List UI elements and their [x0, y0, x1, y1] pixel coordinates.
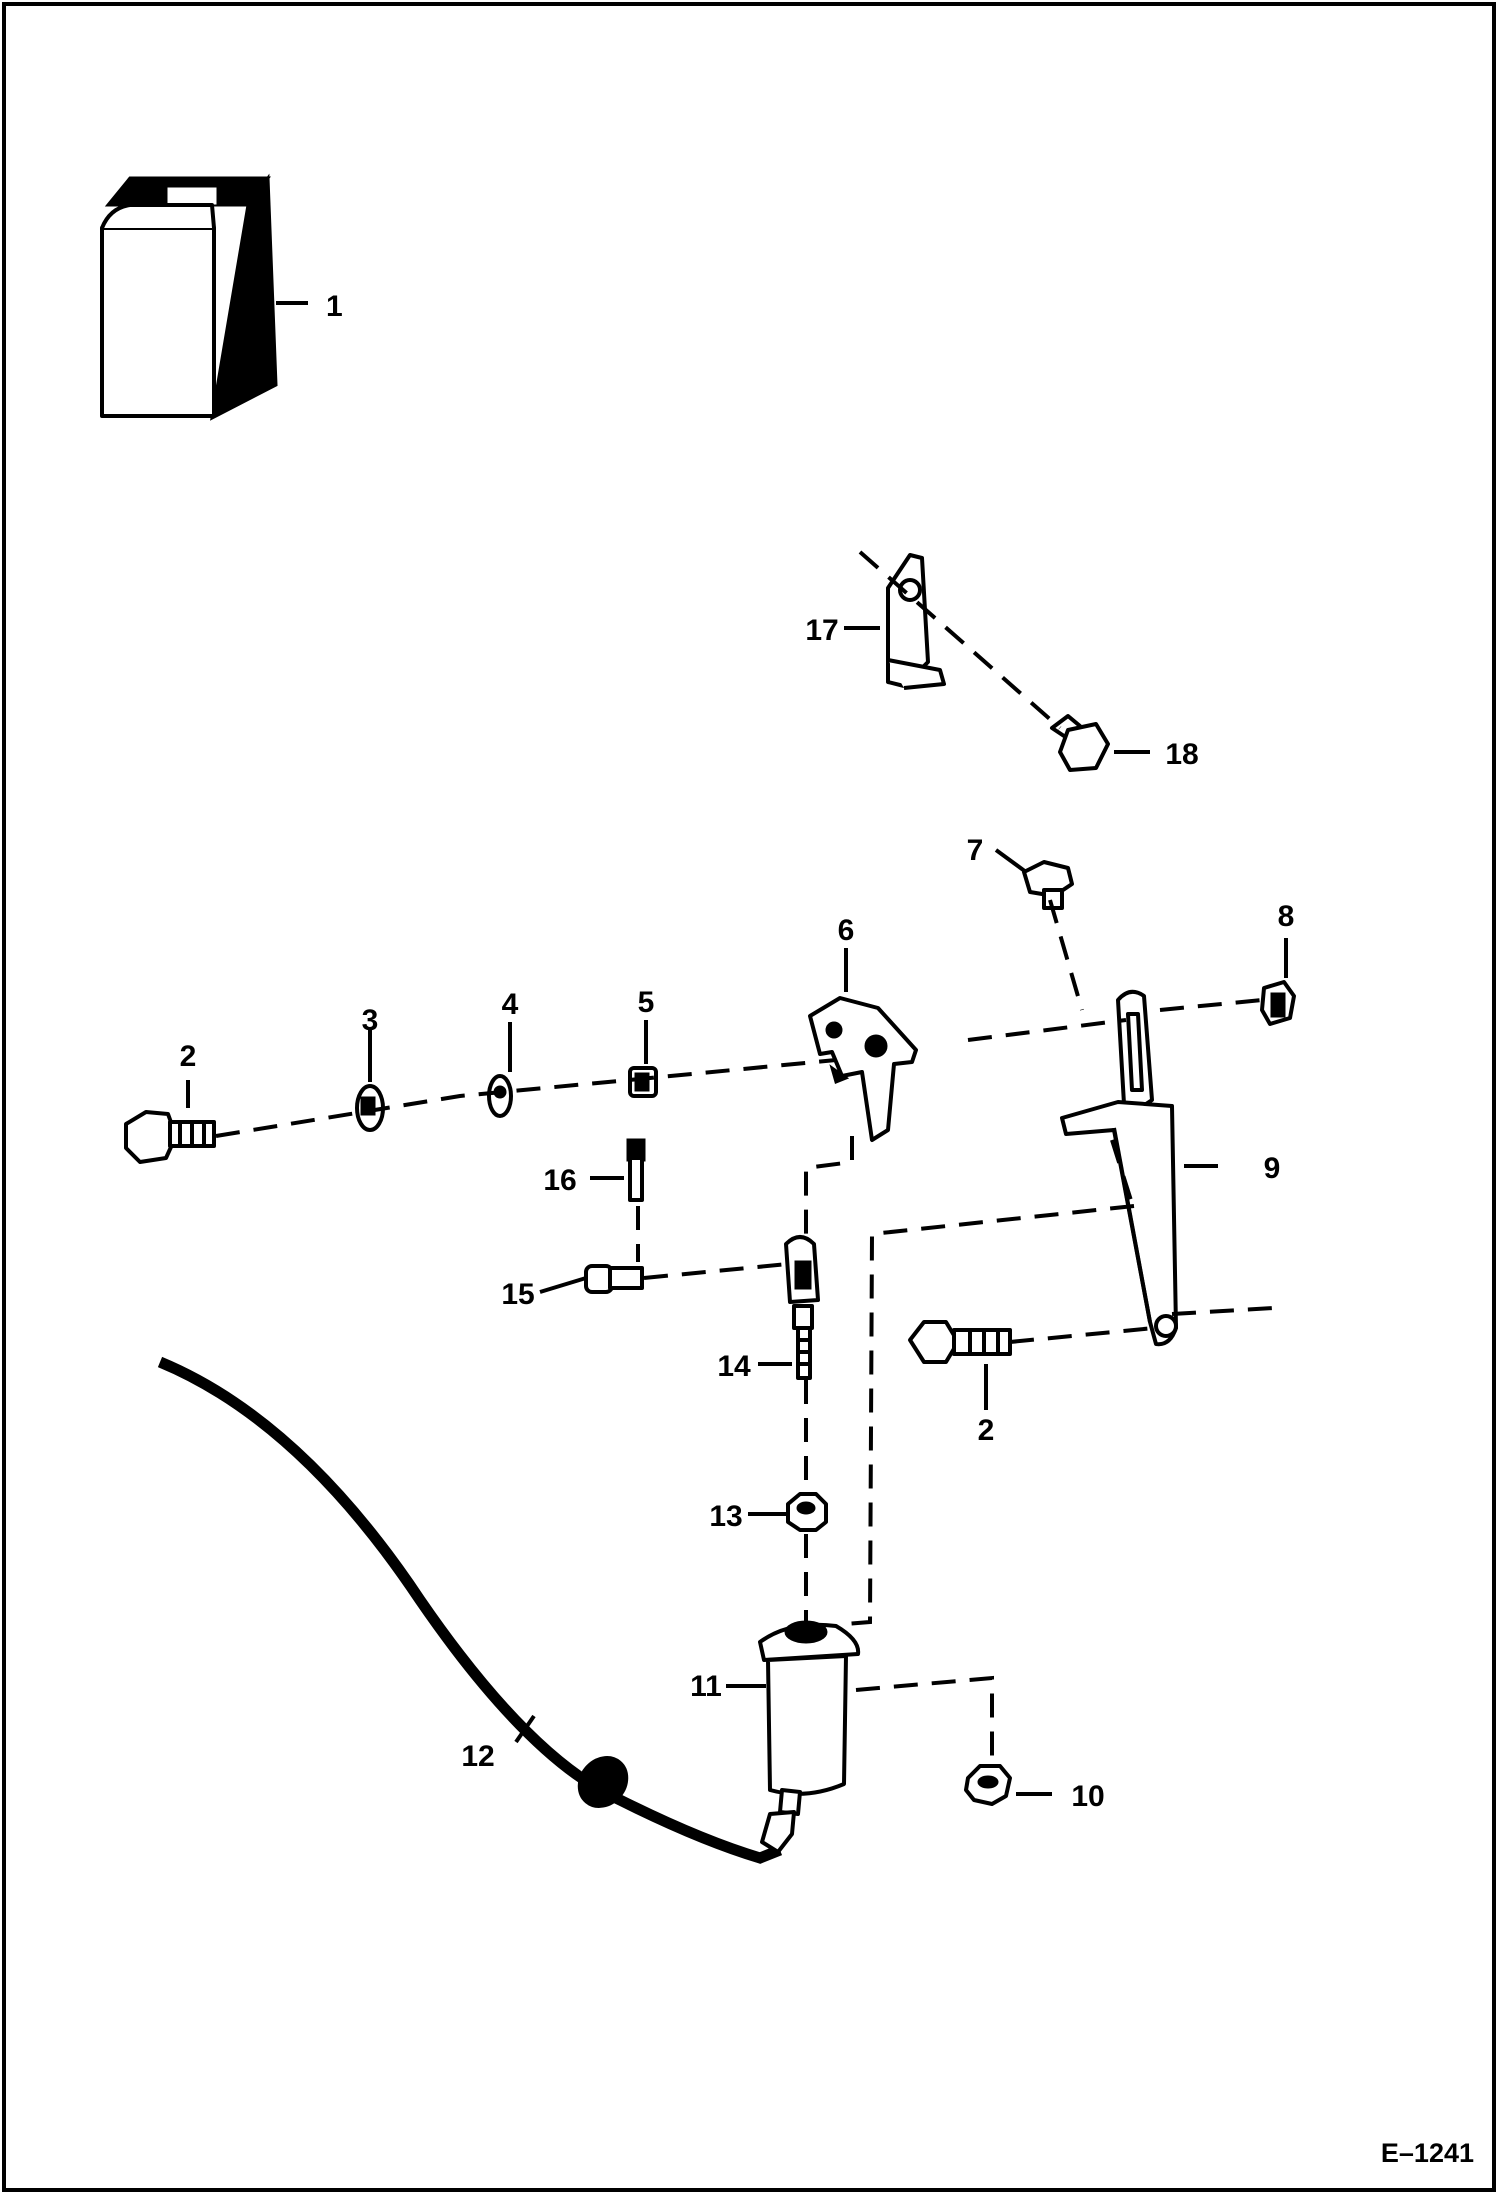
part-bolt-2-left — [124, 1110, 216, 1164]
part-lever — [808, 996, 918, 1142]
leader-lines — [186, 301, 1288, 1796]
callout-1: 1 — [326, 290, 343, 323]
callout-5: 5 — [638, 986, 655, 1019]
callout-6: 6 — [838, 914, 855, 947]
callout-8: 8 — [1278, 900, 1295, 933]
part-arm — [1060, 989, 1178, 1347]
callout-2-left: 2 — [180, 1040, 197, 1073]
part-nut-8 — [1260, 980, 1296, 1026]
assembly-lines — [215, 550, 1275, 1762]
part-bolt-18 — [1050, 714, 1110, 772]
drawing-reference: E–1241 — [1381, 2138, 1474, 2168]
part-nut-10 — [964, 1764, 1012, 1806]
callout-14: 14 — [717, 1350, 751, 1383]
callout-18: 18 — [1165, 738, 1198, 771]
callout-17: 17 — [805, 614, 838, 647]
part-clevis — [784, 1235, 820, 1380]
part-washer-4 — [487, 1074, 513, 1118]
callout-10: 10 — [1071, 1780, 1104, 1813]
callout-16: 16 — [543, 1164, 576, 1197]
callout-4: 4 — [502, 988, 519, 1021]
callout-13: 13 — [709, 1500, 742, 1533]
part-bracket — [886, 553, 946, 690]
callout-15: 15 — [501, 1278, 534, 1311]
part-bolt-7 — [1022, 860, 1074, 910]
part-pin-15 — [584, 1264, 644, 1294]
part-solenoid — [758, 1620, 861, 1816]
callout-3: 3 — [362, 1004, 379, 1037]
part-cable — [157, 1356, 796, 1864]
callout-11: 11 — [690, 1670, 722, 1703]
part-battery — [100, 173, 278, 421]
callout-7: 7 — [967, 834, 984, 867]
part-spacer — [628, 1066, 658, 1098]
callout-12: 12 — [461, 1740, 494, 1773]
part-pin-16 — [626, 1138, 646, 1202]
part-bolt-2-right — [908, 1320, 1012, 1364]
callout-9: 9 — [1264, 1152, 1281, 1185]
callout-2-right: 2 — [978, 1414, 995, 1447]
part-nut-13 — [786, 1492, 828, 1532]
callout-labels: 1 2 2 3 4 5 6 7 8 9 10 11 12 13 14 15 16… — [180, 290, 1295, 1813]
